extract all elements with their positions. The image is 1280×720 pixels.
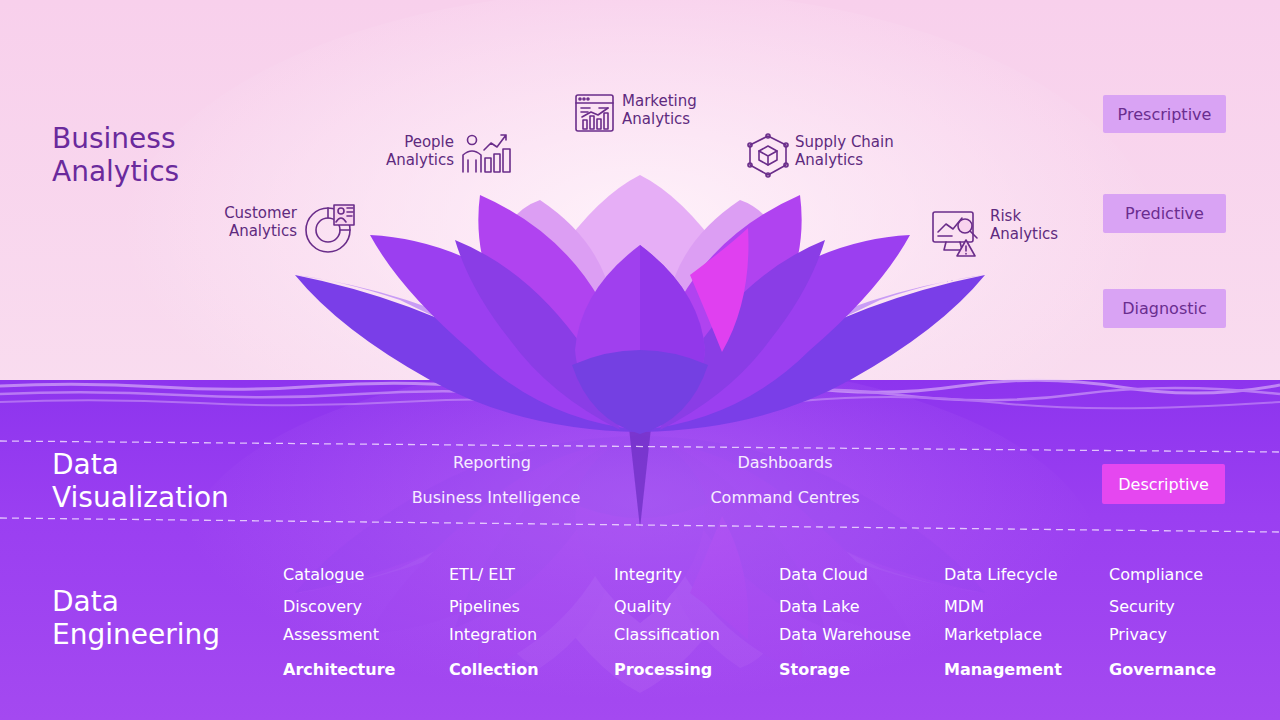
engineering-item: Data Lake [779,598,944,617]
engineering-item: MDM [944,598,1109,617]
visualization-item: Dashboards [685,454,885,473]
engineering-item: Compliance [1109,566,1274,585]
engineering-item: Classification [614,626,779,645]
engineering-item: Marketplace [944,626,1109,645]
section-heading: Data Visualization [52,448,292,514]
level-badge: Prescriptive [1103,95,1226,133]
marketing-icon [576,95,613,131]
visualization-item: Command Centres [665,489,905,508]
engineering-item: Integration [449,626,614,645]
visualization-item: Business Intelligence [376,489,616,508]
category-heading: Collection [449,661,614,680]
visualization-item: Reporting [392,454,592,473]
badge-text: Diagnostic [1122,299,1207,318]
engineering-item: Pipelines [449,598,614,617]
analytics-label: Supply Chain Analytics [795,134,920,169]
category-heading: Governance [1109,661,1274,680]
analytics-label: Customer Analytics [187,205,297,240]
lotus-flower [295,175,985,434]
badge-text: Prescriptive [1118,105,1212,124]
engineering-item: Data Lifecycle [944,566,1109,585]
supply-chain-icon [748,134,788,177]
engineering-item: Integrity [614,566,779,585]
section-heading: Business Analytics [52,122,292,188]
stem [629,428,651,528]
badge-text: Predictive [1125,204,1204,223]
engineering-item: Data Cloud [779,566,944,585]
category-heading: Architecture [283,661,448,680]
section-heading: Data Engineering [52,585,292,651]
customer-icon [306,205,354,252]
engineering-item: Assessment [283,626,448,645]
analytics-label: People Analytics [350,134,454,169]
engineering-item: Catalogue [283,566,448,585]
band-dividers [0,441,1280,532]
risk-icon [933,212,977,256]
engineering-item: ETL/ ELT [449,566,614,585]
engineering-item: Quality [614,598,779,617]
level-badge: Descriptive [1102,464,1225,504]
category-heading: Processing [614,661,779,680]
analytics-label: Marketing Analytics [622,93,732,128]
category-heading: Storage [779,661,944,680]
level-badge: Diagnostic [1103,289,1226,328]
engineering-item: Security [1109,598,1274,617]
engineering-item: Privacy [1109,626,1274,645]
badge-text: Descriptive [1118,475,1209,494]
engineering-item: Discovery [283,598,448,617]
engineering-item: Data Warehouse [779,626,944,645]
analytics-label: Risk Analytics [990,208,1085,243]
people-icon [463,135,510,172]
level-badge: Predictive [1103,194,1226,233]
category-heading: Management [944,661,1109,680]
